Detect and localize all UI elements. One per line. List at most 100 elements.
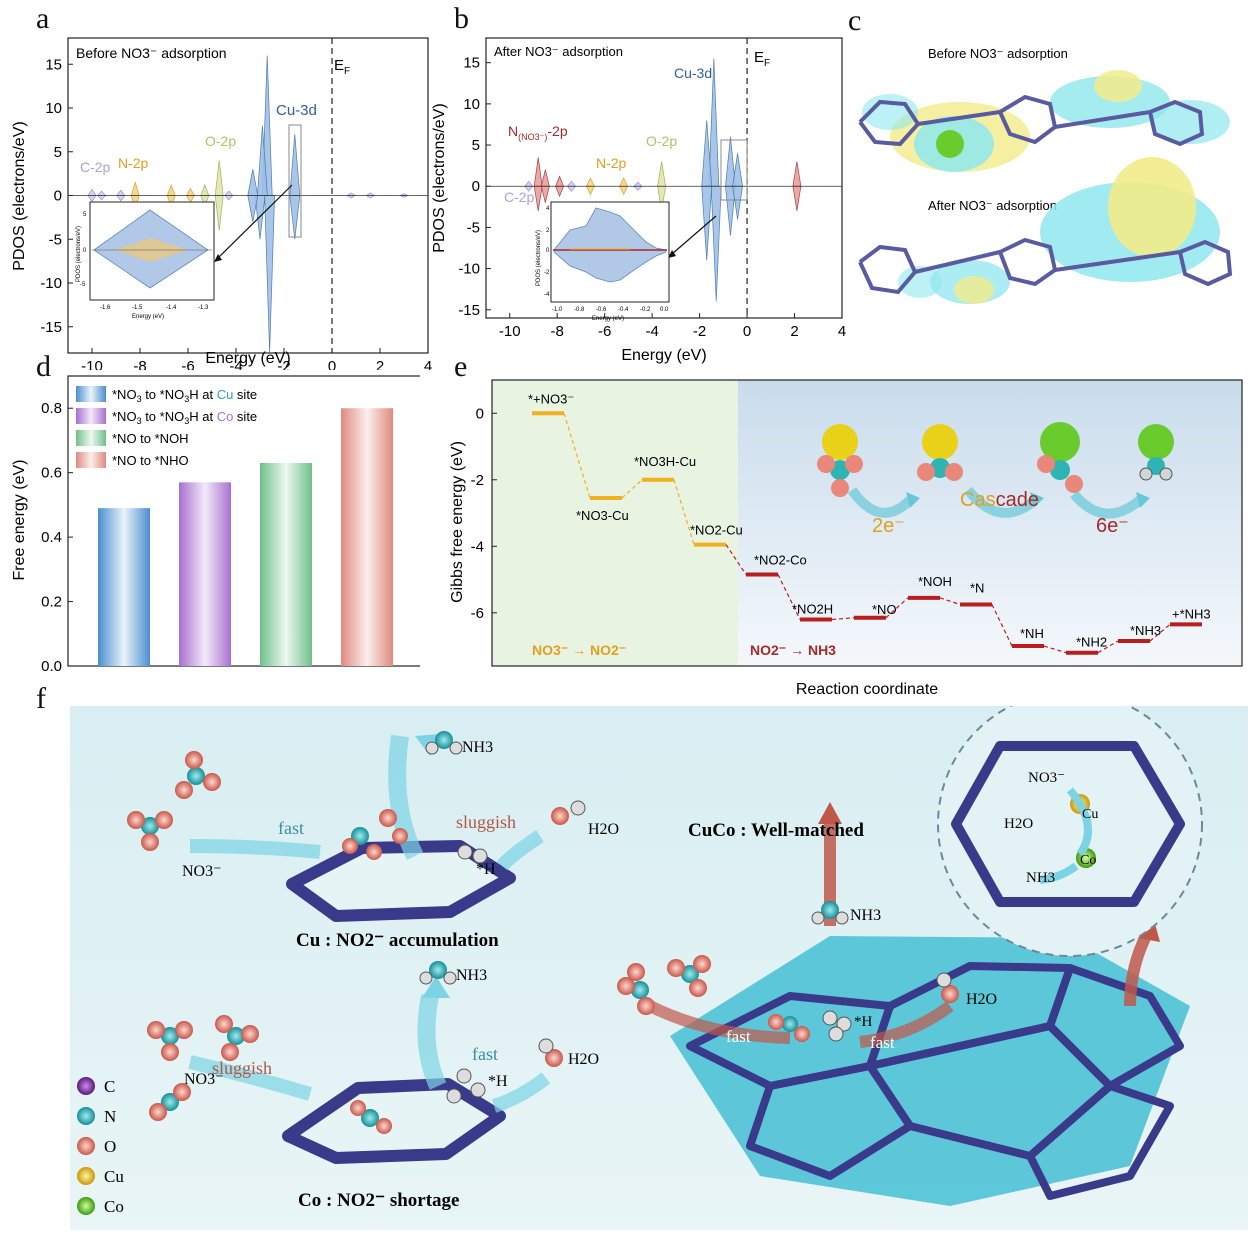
state-label: *NO2-Cu [690, 523, 743, 538]
label-nh3-zoom: NH3 [1026, 870, 1055, 886]
region-no3-bg [492, 380, 738, 666]
y-axis-label: PDOS (electrons/eV) [431, 103, 448, 252]
cu-framework [189, 734, 544, 922]
state-label: *NO [872, 602, 897, 617]
label-after-adsorption: After NO3⁻ adsorption [928, 198, 1057, 213]
state-label: *NO3H-Cu [634, 454, 696, 469]
y-tick-label: 0.8 [41, 400, 62, 417]
connector [939, 597, 961, 606]
label-nh3-co: NH3 [456, 967, 487, 984]
y-tick-label: 0 [54, 188, 62, 205]
scheme-label-cascade: Cascade [960, 489, 1039, 511]
fermi-label: EF [754, 49, 770, 69]
series-label-cu3d: Cu-3d [674, 65, 712, 81]
svg-text:Energy (eV): Energy (eV) [132, 314, 164, 320]
highlight-box [720, 139, 748, 201]
series-label-o2p: O-2p [205, 133, 236, 149]
legend-item-1: *NO3 to *NO3H at Co site [112, 409, 257, 426]
state-label: *NO3-Cu [576, 508, 629, 523]
x-axis-label: Energy (eV) [621, 347, 706, 364]
y-axis-label: Gibbs free energy (eV) [449, 441, 466, 603]
molecule-before [858, 70, 1230, 172]
y-tick-label: 0 [476, 405, 484, 422]
plot-frame [491, 379, 1243, 667]
x-tick-label: -8 [551, 323, 564, 340]
series-label-n2p: N-2p [596, 155, 627, 171]
svg-text:0: 0 [546, 248, 550, 254]
highlight-box [288, 124, 302, 238]
svg-text:5: 5 [83, 212, 87, 218]
panel-label-d: d [36, 350, 51, 383]
bar-1 [179, 482, 231, 666]
connector [621, 479, 643, 499]
series-label-c2p: C-2p [80, 159, 111, 175]
y-tick-label: -4 [471, 538, 484, 555]
y-tick-label: -15 [40, 319, 62, 336]
x-tick-label: -8 [133, 358, 146, 370]
svg-text:-2: -2 [544, 270, 550, 276]
svg-text:-1.0: -1.0 [552, 307, 563, 313]
x-tick-label: -6 [181, 358, 194, 370]
atom-legend: C N O Cu Co [77, 1077, 124, 1216]
label-nh3-cuco: NH3 [850, 907, 881, 924]
x-tick-label: 0 [328, 358, 336, 370]
bar-2 [260, 463, 312, 666]
label-sluggish-cu: sluggish [456, 812, 516, 832]
y-axis-label: Free energy (eV) [11, 460, 28, 581]
label-co-zoom: Co [1080, 853, 1096, 868]
annotation-after: After NO3⁻ adsorption [494, 44, 623, 59]
svg-text:Energy (eV): Energy (eV) [592, 316, 624, 322]
svg-text:4: 4 [546, 206, 550, 212]
panel-label-f: f [36, 682, 46, 715]
y-tick-label: 15 [463, 55, 480, 72]
connector [777, 574, 801, 620]
y-tick-label: -2 [471, 472, 484, 489]
legend-o: O [104, 1137, 116, 1156]
panel-label-c: c [848, 4, 862, 37]
legend-item-0: *NO3 to *NO3H at Cu site [112, 387, 257, 404]
x-tick-label: -4 [229, 358, 242, 370]
label-no3-cu: NO3⁻ [182, 863, 222, 880]
label-nh3-cu: NH3 [462, 739, 493, 756]
state-label: *NO2-Co [754, 553, 807, 568]
connector [1149, 623, 1171, 642]
label-h2o-cuco: H2O [966, 991, 997, 1008]
series-label-cu3d: Cu-3d [276, 102, 317, 119]
no3-molecules-cu [127, 731, 586, 851]
region-label-2: NO2⁻ → NH3 [750, 642, 836, 658]
connector [1043, 645, 1067, 654]
arrow-head [668, 250, 676, 258]
co-framework [147, 961, 563, 1164]
title-cuco-well-matched: CuCo : Well-matched [688, 820, 864, 841]
label-fast-co: fast [472, 1044, 498, 1064]
inset-arrow [217, 184, 293, 259]
zoom-circle [937, 706, 1203, 957]
svg-text:PDOS (electrons/eV): PDOS (electrons/eV) [536, 230, 542, 286]
label-h-cu: *H [476, 861, 496, 878]
state-label: *NH [1020, 626, 1044, 641]
inset-arrow [671, 215, 717, 255]
label-fast-cu: fast [278, 818, 304, 838]
scheme-label-6e: 6e⁻ [1096, 515, 1129, 537]
y-tick-label: -5 [49, 231, 62, 248]
bar-0 [98, 508, 150, 666]
y-tick-label: 0.6 [41, 465, 62, 482]
label-no3-co: NO3⁻ [184, 1071, 224, 1088]
legend-item-2: *NO to *NOH [112, 431, 189, 446]
series-label-o2p: O-2p [646, 133, 677, 149]
inset-b: 4 2 0 -2 -4 -1.0 -0.8 -0.6 -0.4 -0.2 0.0… [536, 201, 670, 322]
connector [673, 479, 695, 545]
label-h2o-zoom: H2O [1004, 816, 1033, 832]
bar-chart-d: 0.00.20.40.60.8 *NO3 to *NO3H at Cu site… [11, 375, 420, 675]
svg-text:-5: -5 [80, 282, 86, 288]
y-tick-label: 0.2 [41, 594, 62, 611]
connector [725, 544, 747, 575]
molecule-after [858, 157, 1233, 304]
x-tick-label: -4 [645, 323, 658, 340]
state-label: *NH2 [1076, 635, 1107, 650]
svg-text:-0.8: -0.8 [574, 307, 585, 313]
legend-cu: Cu [104, 1167, 124, 1186]
legend-c: C [104, 1077, 115, 1096]
arrow-head [214, 254, 222, 262]
